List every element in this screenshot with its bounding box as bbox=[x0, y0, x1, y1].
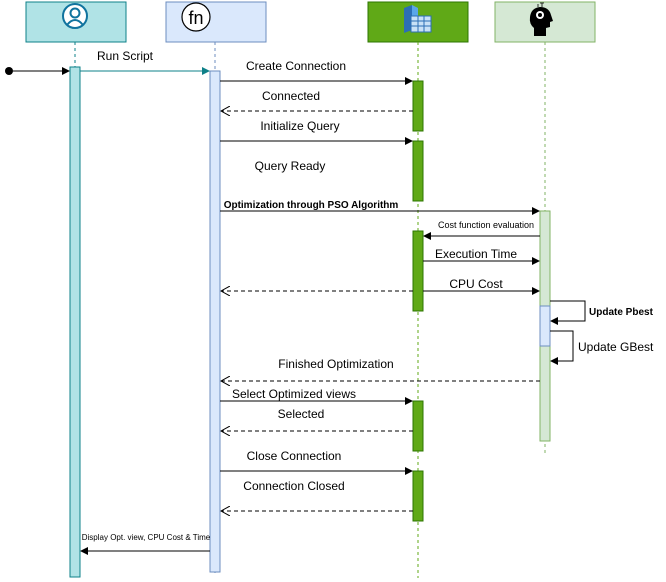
svg-text:Connected: Connected bbox=[262, 89, 320, 103]
participant-database bbox=[367, 1, 469, 43]
message-initialize-query: Initialize Query bbox=[220, 119, 413, 145]
svg-text:Selected: Selected bbox=[278, 407, 325, 421]
database-server-icon bbox=[404, 5, 432, 33]
initial-node bbox=[5, 67, 13, 75]
participant-function: fn bbox=[165, 1, 267, 43]
db-activation-close bbox=[412, 470, 424, 522]
svg-text:Create Connection: Create Connection bbox=[246, 59, 346, 73]
svg-text:Cost function evaluation: Cost function evaluation bbox=[438, 220, 534, 230]
svg-text:Run Script: Run Script bbox=[97, 49, 154, 63]
svg-text:Display Opt. view, CPU Cost &: Display Opt. view, CPU Cost & Time bbox=[82, 533, 211, 542]
svg-text:Update GBest: Update GBest bbox=[578, 340, 654, 354]
brain-head-icon bbox=[529, 2, 553, 36]
svg-text:Update Pbest: Update Pbest bbox=[589, 307, 654, 318]
svg-text:Finished Optimization: Finished Optimization bbox=[278, 357, 393, 371]
svg-text:fn: fn bbox=[188, 8, 203, 28]
db-activation-evaluation bbox=[412, 230, 424, 312]
message-update-gbest: Update GBest bbox=[550, 330, 654, 365]
message-cpu-cost: CPU Cost bbox=[423, 277, 540, 295]
message-optimization-pso: Optimization through PSO Algorithm bbox=[220, 200, 540, 215]
db-activation-select bbox=[412, 400, 424, 452]
participant-optimizer bbox=[494, 1, 596, 43]
message-cost-function: Cost function evaluation bbox=[423, 220, 540, 240]
svg-text:Execution Time: Execution Time bbox=[435, 247, 517, 261]
svg-text:Close Connection: Close Connection bbox=[247, 449, 342, 463]
svg-text:Optimization through PSO Algor: Optimization through PSO Algorithm bbox=[224, 200, 399, 211]
message-create-connection: Create Connection bbox=[220, 59, 413, 85]
participant-user bbox=[25, 1, 127, 43]
svg-text:Connection Closed: Connection Closed bbox=[243, 479, 344, 493]
message-update-pbest: Update Pbest bbox=[550, 300, 654, 325]
message-display-result: Display Opt. view, CPU Cost & Time bbox=[80, 533, 211, 555]
svg-text:CPU Cost: CPU Cost bbox=[449, 277, 503, 291]
message-selected: Selected bbox=[221, 407, 413, 431]
message-select-views: Select Optimized views bbox=[220, 387, 413, 405]
message-run-script: Run Script bbox=[80, 49, 210, 75]
user-icon bbox=[62, 3, 88, 29]
message-query-ready: Query Ready bbox=[255, 159, 326, 173]
db-activation-query bbox=[412, 140, 424, 202]
message-connected: Connected bbox=[221, 89, 413, 111]
message-connection-closed: Connection Closed bbox=[221, 479, 413, 511]
svg-text:Query Ready: Query Ready bbox=[255, 159, 326, 173]
optimizer-pbest-activation bbox=[539, 305, 551, 347]
svg-text:Initialize Query: Initialize Query bbox=[260, 119, 339, 133]
message-finished-optimization: Finished Optimization bbox=[221, 357, 540, 381]
message-close-connection: Close Connection bbox=[220, 449, 413, 475]
svg-text:Select Optimized views: Select Optimized views bbox=[232, 387, 356, 401]
db-activation-connection bbox=[412, 80, 424, 132]
user-activation-bar bbox=[69, 66, 81, 578]
function-icon: fn bbox=[181, 2, 211, 32]
message-execution-time: Execution Time bbox=[423, 247, 540, 265]
function-activation-bar bbox=[209, 70, 221, 573]
